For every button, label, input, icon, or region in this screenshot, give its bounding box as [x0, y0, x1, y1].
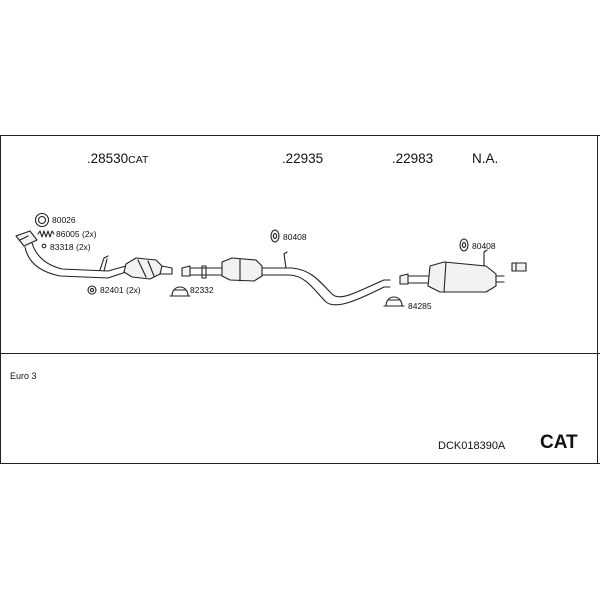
- callout-86005: 86005 (2x): [56, 229, 97, 239]
- rear-silencer-part: [399, 249, 505, 293]
- callout-80408-right: 80408: [472, 241, 496, 251]
- emission-norm-label: Euro 3: [10, 371, 37, 381]
- part-label-na: N.A.: [472, 151, 499, 166]
- frame-left-border: [0, 135, 1, 464]
- cat-badge-label: CAT: [540, 432, 578, 453]
- part-label-28530-cat: .28530CAT: [87, 151, 149, 166]
- rubber-mount-80408-right-part: [459, 238, 469, 252]
- nut-82401-icon: [87, 285, 97, 295]
- part-label-22935: .22935: [282, 151, 324, 166]
- callout-80408-left: 80408: [283, 232, 307, 242]
- catalytic-converter-part: [123, 257, 173, 280]
- part-label-22983: .22983: [392, 151, 434, 166]
- clamp-84285-part: [383, 296, 405, 307]
- front-pipe-part: [15, 230, 127, 279]
- kit-code-label: DCK018390A: [438, 440, 506, 452]
- callout-82401: 82401 (2x): [100, 285, 141, 295]
- section-divider-line: [0, 353, 600, 354]
- callout-80026: 80026: [52, 215, 76, 225]
- frame-right-border: [597, 135, 598, 464]
- rubber-mount-80408-left-part: [270, 229, 280, 243]
- callout-83318: 83318 (2x): [50, 242, 91, 252]
- callout-84285: 84285: [408, 301, 432, 311]
- intermediate-pipe-part: [181, 251, 391, 306]
- callout-82332: 82332: [190, 285, 214, 295]
- page-bottom-frame-line: [0, 463, 600, 464]
- gasket-80026-icon: [34, 212, 50, 228]
- page-top-frame-line: [0, 135, 600, 136]
- bolt-83318-icon: [41, 243, 47, 249]
- clamp-82332-part: [169, 286, 191, 297]
- spring-86005-icon: [37, 230, 55, 238]
- tail-pipe-part: [511, 262, 527, 272]
